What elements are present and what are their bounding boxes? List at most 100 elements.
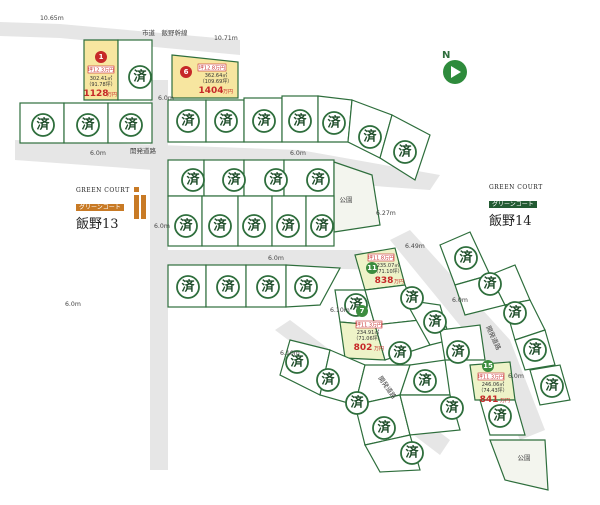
sold-marker: 済 <box>242 214 266 238</box>
lot-price: 841 <box>480 395 499 405</box>
sold-marker: 済 <box>222 168 246 192</box>
available-lot-6[interactable]: 6 坪12.8万円 362.64㎡ （109.69坪） 1404 万円 <box>180 63 233 96</box>
svg-text:済: 済 <box>493 408 507 424</box>
sold-marker: 済 <box>388 341 412 365</box>
svg-text:済: 済 <box>428 314 442 330</box>
dimension-label: 6.10m <box>280 350 300 357</box>
svg-text:済: 済 <box>181 113 195 129</box>
svg-text:済: 済 <box>311 172 325 188</box>
dimension-label: 6.0m <box>290 150 306 157</box>
brand-logo-icon <box>134 187 146 219</box>
sold-marker: 済 <box>264 168 288 192</box>
svg-text:済: 済 <box>545 378 559 394</box>
brand-name: 飯野14 <box>489 214 532 229</box>
north-letter: N <box>442 50 450 61</box>
lot-number: 6 <box>184 68 189 76</box>
svg-text:済: 済 <box>181 279 195 295</box>
svg-text:済: 済 <box>393 345 407 361</box>
lot-price-unit: 万円 <box>223 89 233 95</box>
sold-markers: 済 済 済 済 済 済 済 済 済 済 済 済 済 済 済 済 済 済 済 済 … <box>31 65 564 465</box>
dimension-label: 10.71m <box>214 35 238 42</box>
lot-badge <box>356 305 368 317</box>
dimension-label: 6.10m <box>330 307 350 314</box>
dimension-label: 6.0m <box>65 301 81 308</box>
sold-marker: 済 <box>294 275 318 299</box>
lot-number: 7 <box>360 307 365 315</box>
svg-text:済: 済 <box>508 305 522 321</box>
svg-text:済: 済 <box>350 395 364 411</box>
sold-marker: 済 <box>181 168 205 192</box>
lot-tsubo: （91.78坪） <box>86 81 115 88</box>
price-tag <box>477 372 505 381</box>
dev-road-upper-label: 開発道路 <box>130 146 157 155</box>
svg-text:済: 済 <box>528 342 542 358</box>
svg-text:済: 済 <box>221 279 235 295</box>
sold-marker: 済 <box>446 340 470 364</box>
lot-number: 15 <box>483 362 493 370</box>
lot-number: 11 <box>367 264 377 272</box>
brand-en: GREEN COURT <box>489 184 543 191</box>
price-per-tsubo: 坪11.3万円 <box>356 322 382 329</box>
svg-text:済: 済 <box>247 218 261 234</box>
price-tag <box>87 65 115 74</box>
lot-badge <box>95 51 107 63</box>
sold-marker: 済 <box>208 214 232 238</box>
lot-number: 1 <box>99 53 104 61</box>
svg-text:済: 済 <box>377 420 391 436</box>
sold-marker: 済 <box>76 113 100 137</box>
lot-tsubo: （71.10坪） <box>373 268 402 275</box>
svg-text:済: 済 <box>81 117 95 133</box>
sold-marker: 済 <box>488 404 512 428</box>
available-lot-11[interactable]: 11 坪11.8万円 235.07㎡ （71.10坪） 838 万円 <box>366 253 404 286</box>
svg-text:済: 済 <box>36 117 50 133</box>
compass-arrow-icon <box>451 66 461 78</box>
sold-marker: 済 <box>288 109 312 133</box>
svg-text:済: 済 <box>257 113 271 129</box>
svg-text:済: 済 <box>179 218 193 234</box>
svg-text:済: 済 <box>290 354 304 370</box>
svg-text:済: 済 <box>261 279 275 295</box>
svg-text:済: 済 <box>269 172 283 188</box>
available-lot-7[interactable]: 7 坪11.3万円 234.91㎡ （71.06坪） 802 万円 <box>353 305 384 353</box>
dimension-label: 6.49m <box>405 243 425 250</box>
sold-marker: 済 <box>345 391 369 415</box>
svg-text:済: 済 <box>299 279 313 295</box>
sold-marker: 済 <box>503 301 527 325</box>
lot-tsubo: （74.43坪） <box>478 387 507 394</box>
svg-text:済: 済 <box>405 290 419 306</box>
sold-marker: 済 <box>31 113 55 137</box>
available-lot-1[interactable]: 1 坪12.3万円 302.41㎡ （91.78坪） 1128 万円 <box>83 51 117 99</box>
lot-badge <box>482 360 494 372</box>
dimension-label: 6.0m <box>154 223 170 230</box>
lot-price-unit: 万円 <box>107 92 117 98</box>
svg-text:済: 済 <box>281 218 295 234</box>
sold-marker: 済 <box>372 416 396 440</box>
svg-text:済: 済 <box>293 113 307 129</box>
svg-text:済: 済 <box>445 400 459 416</box>
sold-marker: 済 <box>358 125 382 149</box>
lot-price: 1128 <box>83 89 108 99</box>
park-label: 公園 <box>340 196 353 204</box>
sold-marker: 済 <box>393 140 417 164</box>
sold-marker: 済 <box>440 396 464 420</box>
price-per-tsubo: 坪12.3万円 <box>88 67 114 74</box>
svg-text:済: 済 <box>213 218 227 234</box>
svg-text:済: 済 <box>451 344 465 360</box>
lot-badge <box>366 262 378 274</box>
dimension-label: 6.0m <box>508 373 524 380</box>
sold-marker: 済 <box>276 214 300 238</box>
available-lot-15[interactable]: 15 坪11.3万円 246.06㎡ （74.43坪） 841 万円 <box>477 360 510 405</box>
svg-text:済: 済 <box>186 172 200 188</box>
brand-name: 飯野13 <box>76 217 119 232</box>
price-tag <box>197 63 227 72</box>
lot-area: 302.41㎡ <box>90 75 113 82</box>
lot-price: 838 <box>375 276 394 286</box>
svg-text:済: 済 <box>227 172 241 188</box>
sold-marker: 済 <box>400 286 424 310</box>
price-per-tsubo: 坪12.8万円 <box>199 65 225 72</box>
sold-marker: 済 <box>176 275 200 299</box>
svg-text:済: 済 <box>315 218 329 234</box>
sold-marker: 済 <box>256 275 280 299</box>
lot-price-unit: 万円 <box>394 279 404 285</box>
